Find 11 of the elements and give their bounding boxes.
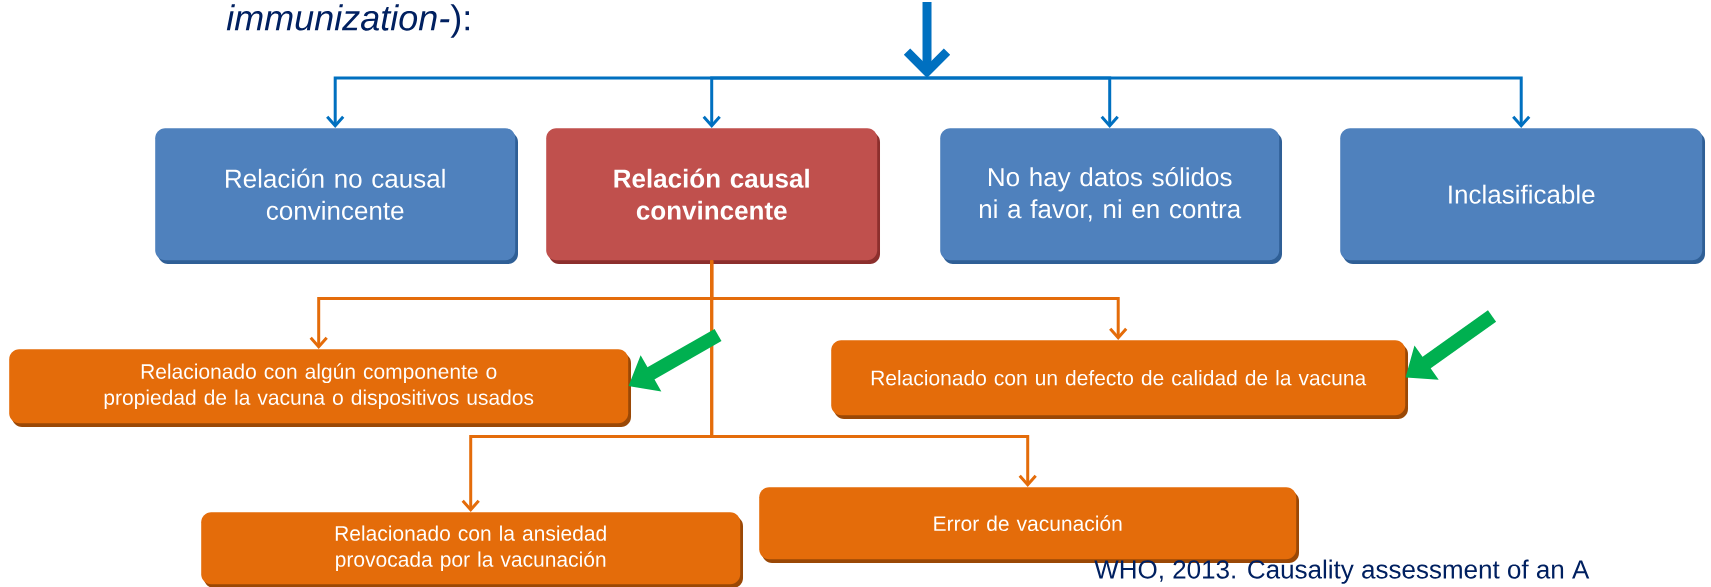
arrow (702, 76, 927, 128)
process-box: Inclasificable (1340, 128, 1705, 264)
process-box: Relacionado con un defecto de calidad de la vacuna (831, 340, 1408, 419)
arrow (710, 260, 1037, 487)
process-box: Relacionado con la ansiedad provocada por la vacunación (201, 512, 743, 587)
arrow (927, 76, 1531, 128)
heading-text: immunization-): (226, 4, 469, 38)
process-box: Relación causal convincente (546, 128, 880, 264)
process-box: No hay datos sólidos ni a favor, ni en contra (940, 128, 1282, 264)
process-box: Relacionado con algún componente o propiedad de la vacuna o dispositivos usados (9, 349, 631, 427)
process-box: Relación no causal convincente (155, 128, 518, 264)
